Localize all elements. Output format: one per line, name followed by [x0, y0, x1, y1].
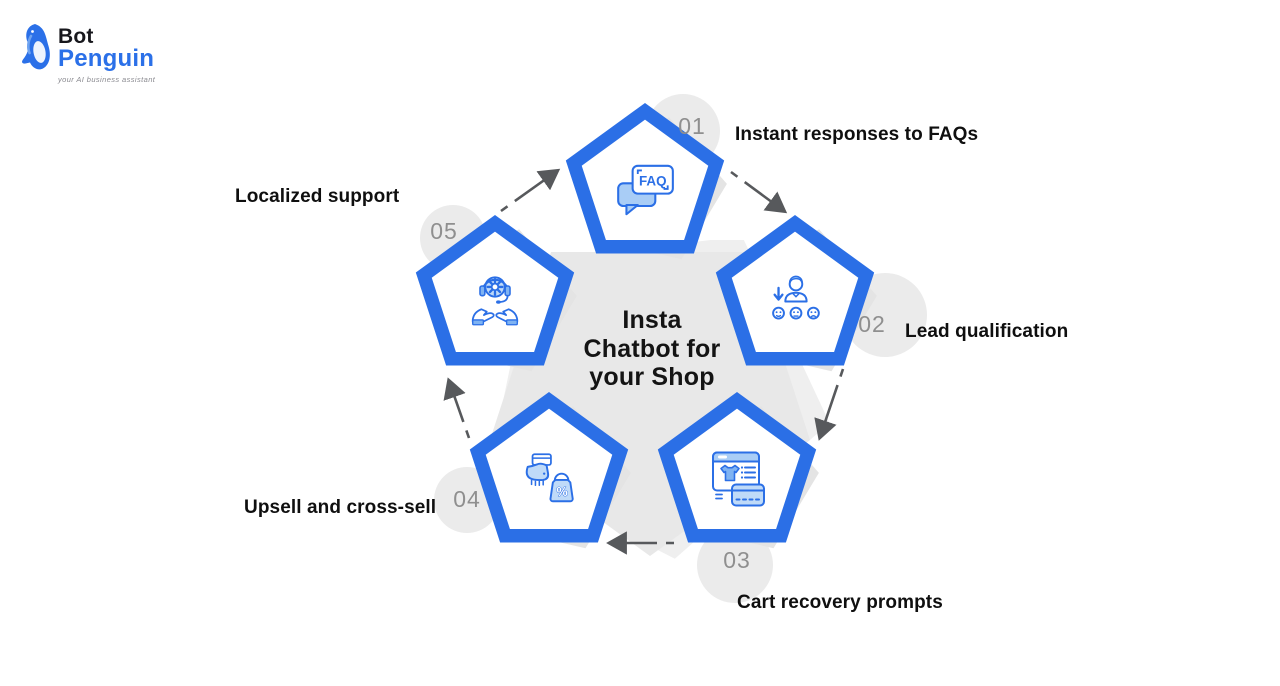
svg-text:FAQ: FAQ: [639, 173, 667, 188]
faq-icon: FAQ: [617, 164, 674, 216]
svg-text:%: %: [556, 485, 567, 499]
arrow-04-to-05: [443, 377, 471, 439]
arrow-01-to-02: [730, 170, 788, 214]
logo-text-bot: Bot: [58, 25, 94, 48]
step-pentagon-04: %: [469, 391, 631, 549]
localized-support-icon: [471, 276, 519, 326]
step-05-number: 05: [430, 218, 458, 244]
penguin-icon: [22, 24, 50, 70]
center-title-line-2: Chatbot for: [583, 334, 721, 363]
label-lead-qualification: Lead qualification: [905, 321, 1069, 342]
arrow-05-to-01: [500, 168, 561, 213]
logo-tagline: your AI business assistant: [58, 74, 156, 84]
label-upsell-cross-sell: Upsell and cross-sell: [244, 497, 437, 518]
step-pentagon-02: [715, 214, 877, 372]
step-pentagon-05: [415, 214, 577, 372]
step-02-number: 02: [858, 311, 886, 337]
botpenguin-logo: Bot Penguin your AI business assistant: [18, 22, 155, 84]
step-01-number: 01: [678, 113, 706, 139]
upsell-cross-sell-icon: %: [525, 453, 574, 503]
logo-text-penguin: Penguin: [58, 45, 155, 73]
center-title-line-3: your Shop: [589, 363, 715, 391]
center-title-line-1: Insta: [622, 306, 682, 334]
label-localized-support: Localized support: [235, 186, 400, 207]
step-pentagon-03: [657, 391, 819, 549]
step-04-number: 04: [453, 486, 481, 512]
cart-recovery-icon: [712, 451, 765, 507]
step-pentagon-01: FAQ: [565, 102, 727, 260]
lead-qualification-icon: [772, 275, 820, 320]
label-cart-recovery: Cart recovery prompts: [737, 592, 943, 613]
label-instant-responses: Instant responses to FAQs: [735, 124, 979, 145]
center-title: Insta Chatbot for your Shop: [542, 306, 762, 392]
step-03-number: 03: [723, 547, 751, 573]
